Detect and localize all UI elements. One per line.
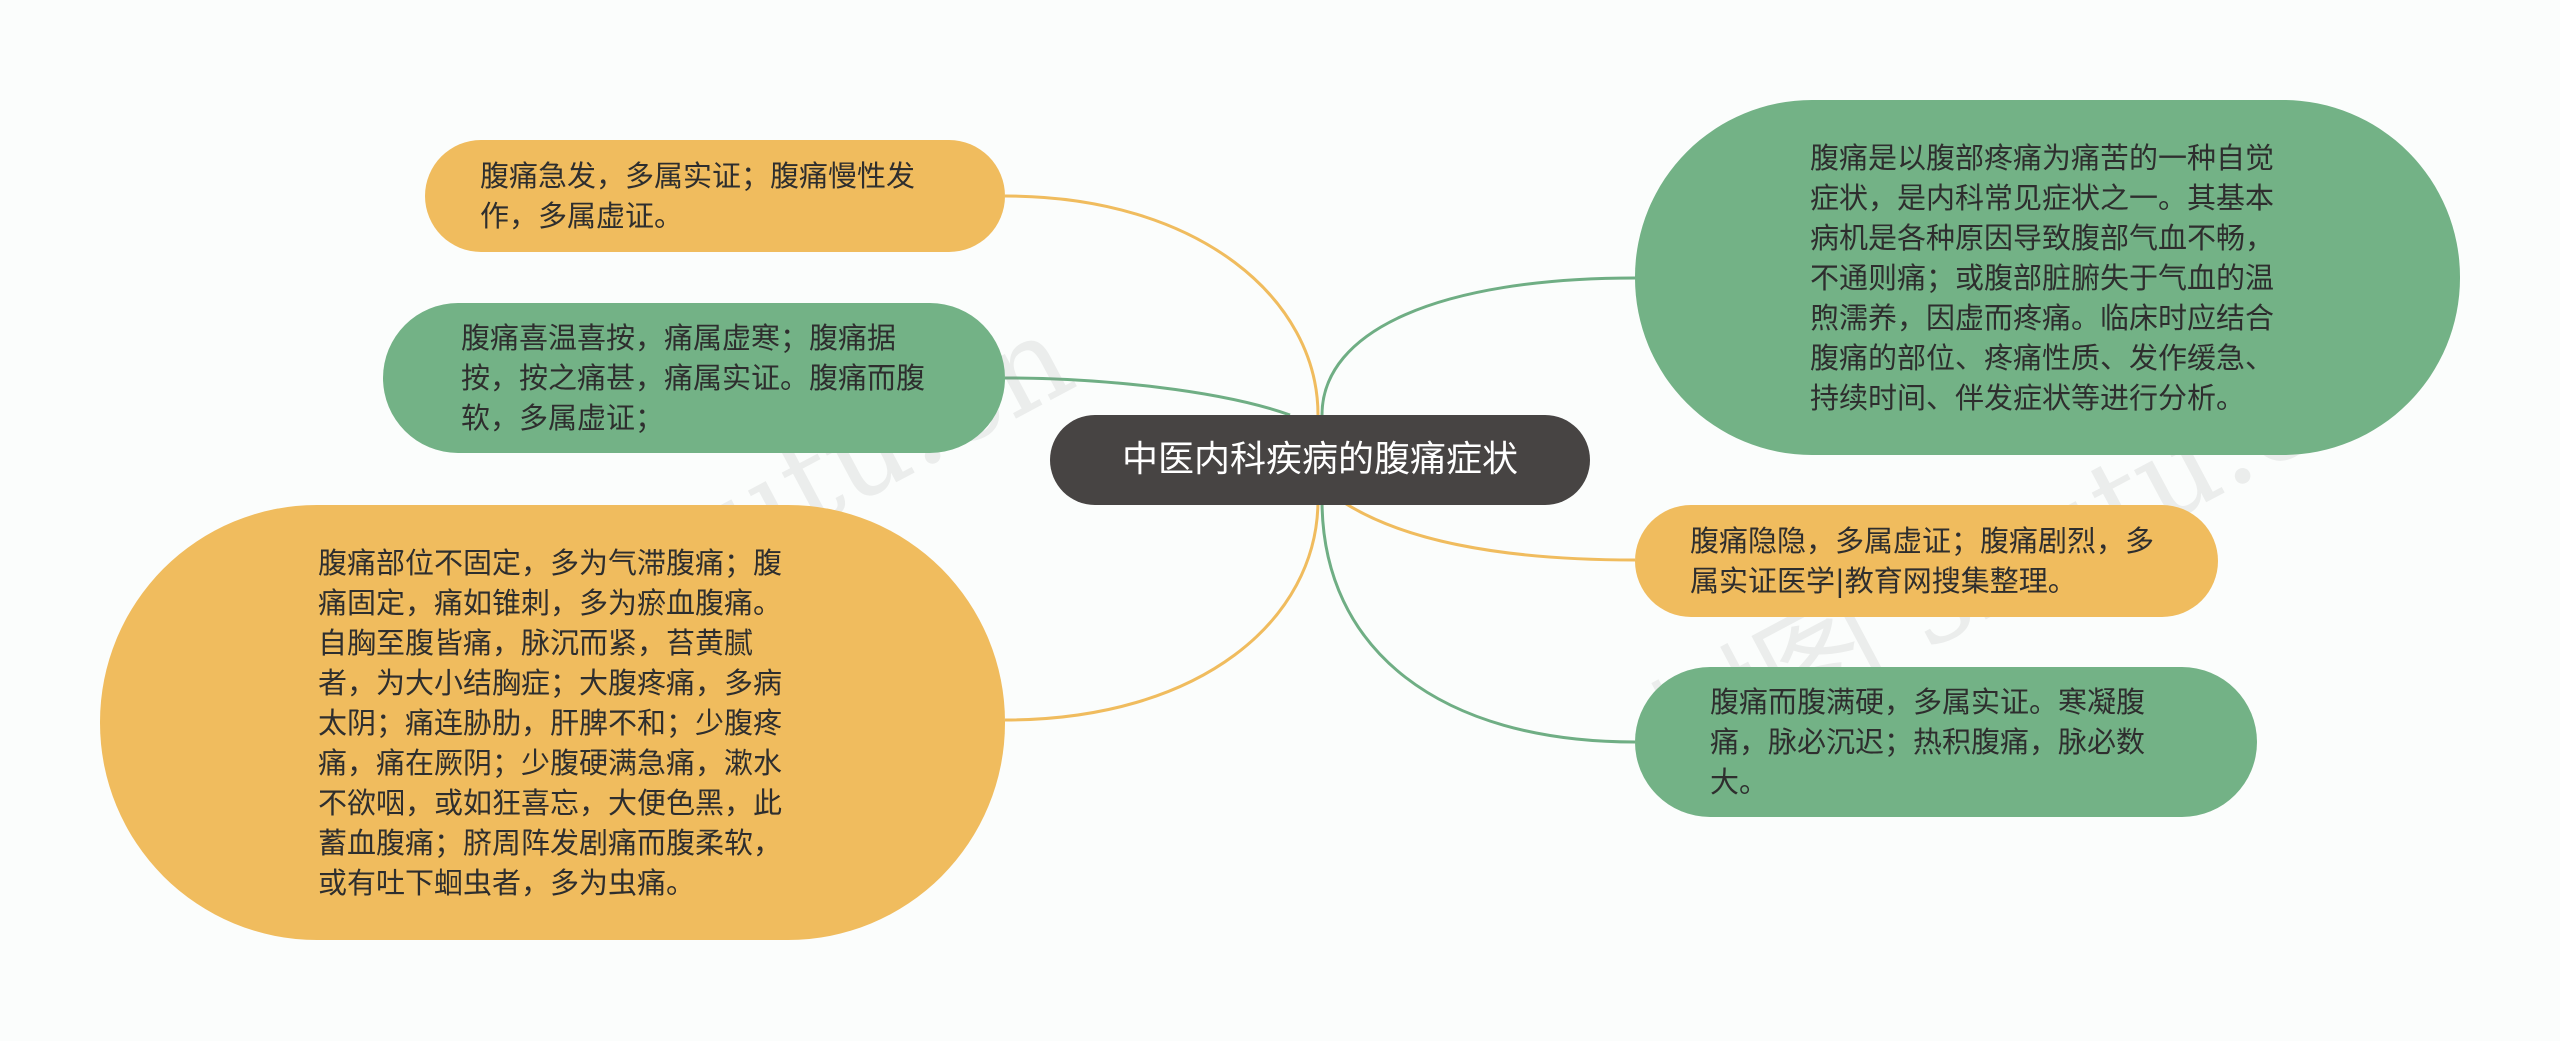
left-node-3-text: 腹痛部位不固定，多为气滞腹痛；腹痛固定，痛如锥刺，多为瘀血腹痛。自胸至腹皆痛，脉… [318, 545, 783, 900]
left-node-2-text: 腹痛喜温喜按，痛属虚寒；腹痛据按，按之痛甚，痛属实证。腹痛而腹软，多属虚证； [461, 321, 926, 435]
link-left-2 [1004, 376, 1291, 417]
central-topic[interactable]: 中医内科疾病的腹痛症状 [1050, 415, 1590, 505]
link-right-1 [1320, 276, 1636, 416]
right-node-3-text: 腹痛而腹满硬，多属实证。寒凝腹痛，脉必沉迟；热积腹痛，脉必数大。 [1710, 685, 2146, 799]
link-right-2 [1339, 498, 1636, 562]
left-node-1[interactable]: 腹痛急发，多属实证；腹痛慢性发作，多属虚证。 [425, 140, 1005, 252]
right-node-1[interactable]: 腹痛是以腹部疼痛为痛苦的一种自觉症状，是内科常见症状之一。其基本病机是各种原因导… [1635, 100, 2460, 455]
left-node-2[interactable]: 腹痛喜温喜按，痛属虚寒；腹痛据按，按之痛甚，痛属实证。腹痛而腹软，多属虚证； [383, 303, 1005, 453]
right-node-2[interactable]: 腹痛隐隐，多属虚证；腹痛剧烈，多属实证医学|教育网搜集整理。 [1635, 505, 2218, 617]
right-node-3[interactable]: 腹痛而腹满硬，多属实证。寒凝腹痛，脉必沉迟；热积腹痛，脉必数大。 [1635, 667, 2257, 817]
link-left-3 [1004, 499, 1320, 722]
link-left-1 [1004, 194, 1320, 416]
right-node-2-text: 腹痛隐隐，多属虚证；腹痛剧烈，多属实证医学|教育网搜集整理。 [1690, 524, 2155, 598]
central-topic-label: 中医内科疾病的腹痛症状 [1121, 439, 1518, 480]
link-right-3 [1320, 499, 1636, 744]
left-node-3[interactable]: 腹痛部位不固定，多为气滞腹痛；腹痛固定，痛如锥刺，多为瘀血腹痛。自胸至腹皆痛，脉… [100, 505, 1005, 940]
right-node-1-text: 腹痛是以腹部疼痛为痛苦的一种自觉症状，是内科常见症状之一。其基本病机是各种原因导… [1810, 140, 2275, 415]
left-node-1-text: 腹痛急发，多属实证；腹痛慢性发作，多属虚证。 [480, 159, 916, 233]
